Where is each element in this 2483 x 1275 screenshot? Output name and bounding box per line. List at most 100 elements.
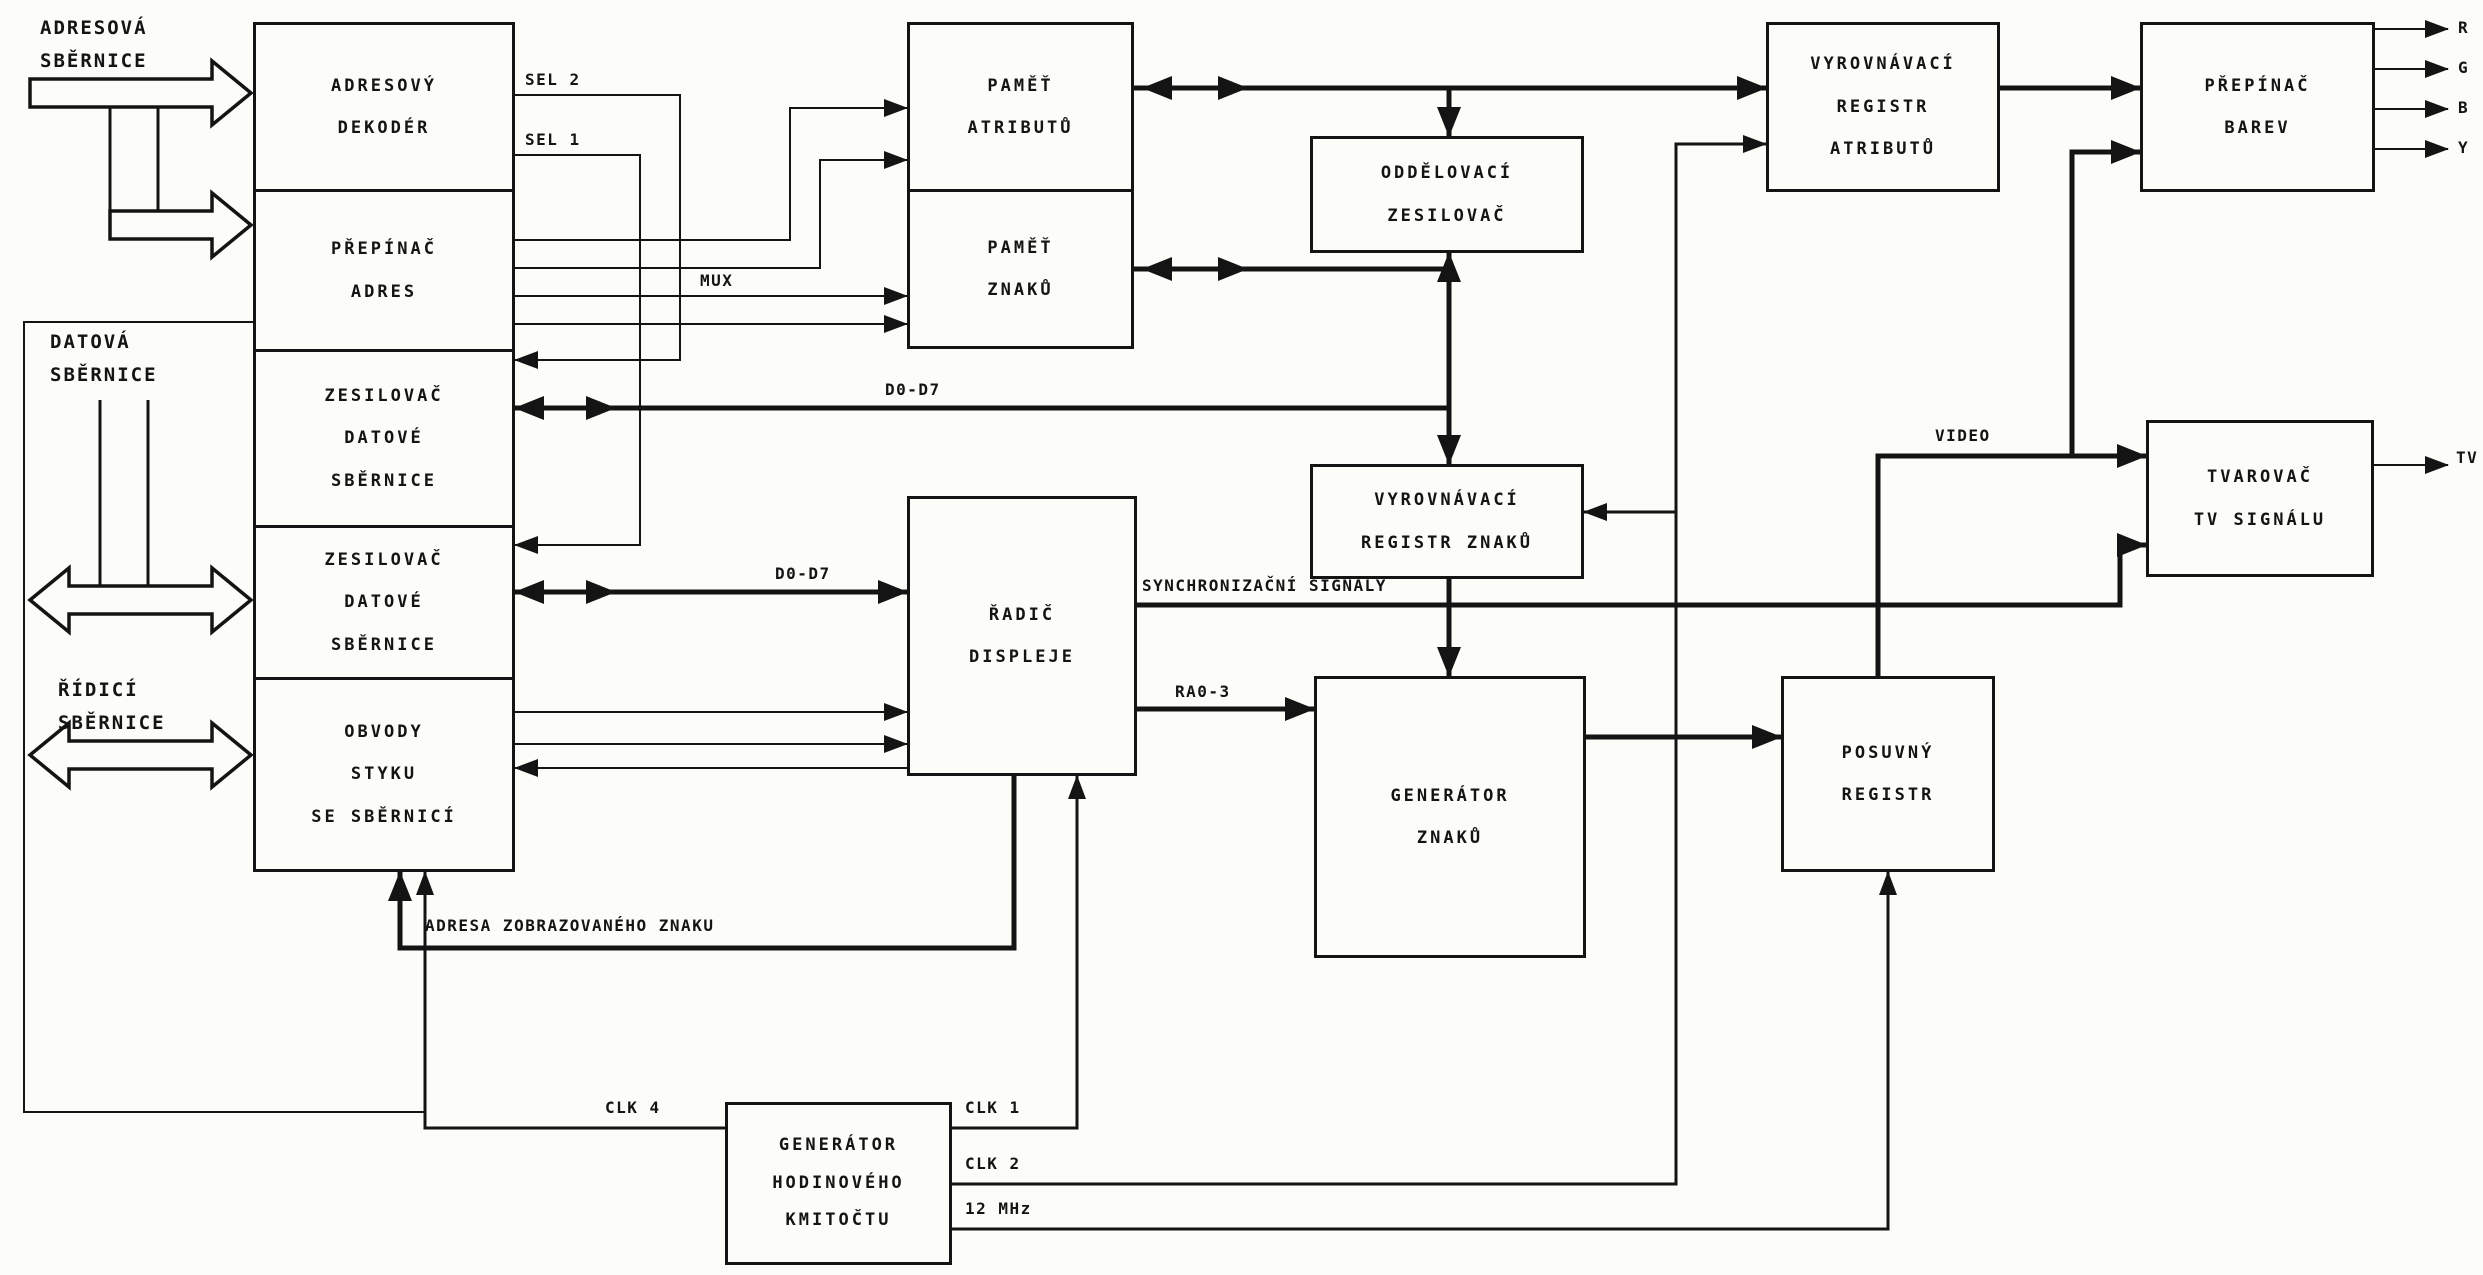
bus-label-line: SBĚRNICE — [40, 50, 148, 73]
block-label-line: SBĚRNICE — [331, 634, 437, 655]
block-tv-signal-shaper: TVAROVAČ TV SIGNÁLU — [2146, 420, 2374, 577]
block-label-line: ZNAKŮ — [1416, 828, 1484, 848]
block-label-line: ATRIBUTŮ — [967, 118, 1074, 138]
block-label-line: DATOVÉ — [344, 592, 424, 613]
video-line — [1875, 140, 2147, 676]
block-label-line: VYROVNÁVACÍ — [1810, 54, 1956, 75]
signal-label-clk1: CLK 1 — [965, 1098, 1021, 1117]
char-memory-data-line — [1134, 257, 1449, 281]
block-attribute-memory: PAMĚŤ ATRIBUTŮ — [907, 22, 1134, 192]
sel2-line — [514, 94, 681, 369]
block-attribute-buffer-register: VYROVNÁVACÍ REGISTR ATRIBUTŮ — [1766, 22, 2000, 192]
block-label-line: TVAROVAČ — [2207, 467, 2313, 487]
char-address-feedback-line — [388, 776, 1017, 951]
block-label-line: REGISTR — [1841, 785, 1935, 805]
block-character-memory: PAMĚŤ ZNAKŮ — [907, 189, 1134, 349]
block-label-line: GENERÁTOR — [1390, 785, 1510, 806]
clk2-line — [952, 135, 1767, 1186]
output-label-g: G — [2458, 58, 2470, 77]
signal-label-12mhz: 12 MHz — [965, 1199, 1032, 1218]
rgby-output-lines — [2375, 20, 2449, 158]
block-label-line: OBVODY — [344, 721, 424, 742]
block-label-line: DEKODÉR — [337, 118, 431, 138]
block-label-line: PŘEPÍNAČ — [2204, 75, 2311, 96]
12mhz-line — [952, 871, 1897, 1231]
block-bus-interface-circuits: OBVODY STYKU SE SBĚRNICÍ — [253, 677, 515, 872]
bus-label-line: SBĚRNICE — [50, 364, 158, 387]
signal-label-sync: SYNCHRONIZAČNÍ SIGNÁLY — [1142, 576, 1387, 595]
block-data-bus-amplifier-1: ZESILOVAČ DATOVÉ SBĚRNICE — [253, 349, 515, 528]
address-bus-label: ADRESOVÁ SBĚRNICE — [40, 12, 148, 79]
d0d7-lower-line — [514, 580, 908, 604]
block-label-line: PAMĚŤ — [987, 75, 1054, 96]
block-label-line: BAREV — [2224, 118, 2291, 138]
block-label-line: PŘEPÍNAČ — [331, 239, 437, 259]
block-display-controller: ŘADIČ DISPLEJE — [907, 496, 1137, 776]
block-label-line: DISPLEJE — [969, 647, 1075, 667]
left-rail-line — [23, 321, 425, 1113]
block-data-bus-amplifier-2: ZESILOVAČ DATOVÉ SBĚRNICE — [253, 525, 515, 680]
output-label-b: B — [2458, 98, 2470, 117]
signal-label-d0d7-lower: D0-D7 — [775, 564, 831, 583]
clk4-line — [416, 871, 725, 1130]
block-address-decoder: ADRESOVÝ DEKODÉR — [253, 22, 515, 192]
block-character-generator: GENERÁTOR ZNAKŮ — [1314, 676, 1586, 958]
block-label-line: ŘADIČ — [988, 604, 1056, 625]
data-bus-label: DATOVÁ SBĚRNICE — [50, 326, 158, 393]
block-label-line: TV SIGNÁLU — [2193, 509, 2327, 530]
signal-label-d0d7-upper: D0-D7 — [885, 380, 941, 399]
signal-label-tv: TV — [2456, 448, 2479, 467]
mux-address-lines — [515, 99, 908, 333]
signal-label-mux: MUX — [700, 271, 734, 290]
block-label-line: GENERÁTOR — [778, 1135, 899, 1156]
block-label-line: ZESILOVAČ — [324, 549, 444, 570]
block-character-buffer-register: VYROVNÁVACÍ REGISTR ZNAKŮ — [1310, 464, 1584, 579]
bus-label-line: ŘÍDICÍ — [58, 679, 139, 701]
block-label-line: ZNAKŮ — [987, 280, 1054, 300]
block-label-line: DATOVÉ — [344, 428, 424, 449]
block-label-line: ZESILOVAČ — [324, 385, 444, 406]
block-address-switch: PŘEPÍNAČ ADRES — [253, 189, 515, 352]
block-color-switch: PŘEPÍNAČ BAREV — [2140, 22, 2375, 192]
signal-label-ra03: RA0-3 — [1175, 682, 1231, 701]
output-label-r: R — [2458, 18, 2470, 37]
signal-label-video: VIDEO — [1935, 426, 1991, 445]
output-label-y: Y — [2458, 138, 2470, 157]
block-label-line: ADRESOVÝ — [331, 75, 437, 96]
block-label-line: STYKU — [350, 764, 418, 785]
sel1-line — [514, 154, 641, 554]
signal-label-sel1: SEL 1 — [525, 130, 581, 149]
signal-label-sel2: SEL 2 — [525, 70, 581, 89]
bus-label-line: SBĚRNICE — [58, 712, 166, 735]
block-label-line: REGISTR — [1836, 96, 1930, 117]
control-bus-arrow — [27, 719, 254, 791]
block-label-line: ATRIBUTŮ — [1830, 139, 1936, 160]
signal-label-char-address: ADRESA ZOBRAZOVANÉHO ZNAKU — [425, 916, 715, 935]
signal-label-clk4: CLK 4 — [605, 1098, 661, 1117]
block-label-line: HODINOVÉHO — [772, 1172, 905, 1193]
bus-label-line: DATOVÁ — [50, 331, 131, 353]
d0d7-upper-line — [514, 396, 1449, 420]
block-clock-generator: GENERÁTOR HODINOVÉHO KMITOČTU — [725, 1102, 952, 1265]
control-bus-label: ŘÍDICÍ SBĚRNICE — [58, 674, 166, 741]
block-label-line: POSUVNÝ — [1841, 742, 1935, 763]
clk1-line — [952, 775, 1086, 1130]
block-label-line: SBĚRNICE — [331, 470, 437, 491]
interface-control-lines — [514, 703, 908, 777]
block-label-line: SE SBĚRNICÍ — [311, 806, 457, 827]
block-label-line: ADRES — [350, 281, 418, 302]
address-bus-arrows — [28, 57, 254, 261]
signal-label-clk2: CLK 2 — [965, 1154, 1021, 1173]
bus-label-line: ADRESOVÁ — [40, 17, 148, 39]
data-bus-arrow — [27, 400, 254, 636]
block-label-line: PAMĚŤ — [987, 237, 1054, 258]
block-shift-register: POSUVNÝ REGISTR — [1781, 676, 1995, 872]
block-label-line: VYROVNÁVACÍ — [1374, 490, 1520, 510]
block-label-line: ZESILOVAČ — [1387, 205, 1507, 226]
sync-signals-line — [1137, 533, 2147, 608]
block-label-line: ODDĚLOVACÍ — [1380, 163, 1514, 183]
block-label-line: REGISTR ZNAKŮ — [1360, 532, 1534, 553]
block-label-line: KMITOČTU — [785, 1210, 892, 1231]
